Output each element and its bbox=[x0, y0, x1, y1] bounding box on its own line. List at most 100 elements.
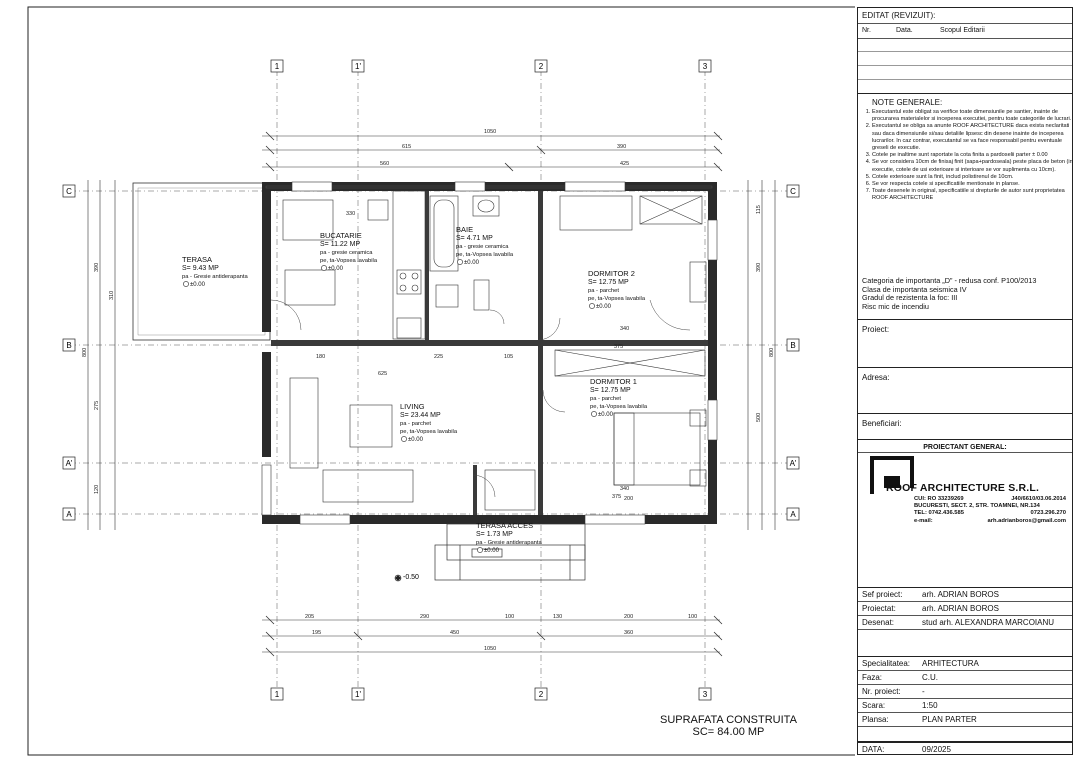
dim-bottom-row-2: 450 bbox=[450, 630, 459, 636]
room-area: S= 4.71 MP bbox=[456, 235, 493, 242]
dim-inner-2: 340 bbox=[620, 326, 629, 332]
level-marker-icon bbox=[591, 411, 597, 417]
dim-bottom-row-1: 195 bbox=[312, 630, 321, 636]
room-area: S= 11.22 MP bbox=[320, 241, 360, 248]
dim-bottom-inner-6: 100 bbox=[688, 614, 697, 620]
rev-row-line bbox=[858, 65, 1072, 66]
dimension-texts: 1050 615 390 560 425 1050 195 450 360 20… bbox=[305, 129, 697, 652]
row-label: Desenat: bbox=[862, 618, 895, 627]
row-value: - bbox=[922, 687, 925, 696]
axis-marker-box bbox=[786, 507, 800, 521]
date-label: DATA: bbox=[862, 745, 885, 754]
address-section: Adresa: bbox=[858, 368, 1072, 414]
company-name: ROOF ARCHITECTURE S.R.L. bbox=[886, 482, 1040, 494]
notes-list: Executantul este obligat sa verifice toa… bbox=[858, 109, 1078, 203]
room-area: S= 12.75 MP bbox=[588, 279, 629, 286]
axis-marker-label: C bbox=[66, 187, 72, 196]
title-block: EDITAT (REVIZUIT): Nr. Data. Scopul Edit… bbox=[857, 7, 1073, 755]
title-block-row: Proiectat:arh. ADRIAN BOROS bbox=[858, 602, 1072, 616]
windows bbox=[261, 181, 718, 525]
dim-left-4: 120 bbox=[94, 485, 100, 494]
room-finish: pe, ta-Vopsea lavabila bbox=[588, 296, 646, 302]
row-value: stud arh. ALEXANDRA MARCOIANU bbox=[922, 618, 1055, 627]
axis-marker-label: 1' bbox=[355, 690, 361, 699]
dim-bottom-total: 1050 bbox=[484, 646, 496, 652]
dim-inner-3: 375 bbox=[614, 344, 623, 350]
dim-bottom-inner-1: 205 bbox=[305, 614, 314, 620]
revisions-section: EDITAT (REVIZUIT): Nr. Data. Scopul Edit… bbox=[858, 8, 1072, 94]
note-item: Cotele pe inaltime sunt raportate la cot… bbox=[872, 152, 1078, 159]
proiect-label: Proiect: bbox=[862, 325, 890, 334]
row-label: Proiectat: bbox=[862, 604, 896, 613]
axis-marker-label: B bbox=[790, 341, 795, 350]
category-line-3: Gradul de rezistenta la foc: III bbox=[862, 293, 958, 302]
dim-right-2: 390 bbox=[756, 263, 762, 272]
designer-divider bbox=[858, 452, 1072, 453]
dim-left-5: 800 bbox=[82, 348, 88, 357]
room-finish: pa - Gresie antiderapanta bbox=[182, 274, 249, 280]
room-level: ±0.00 bbox=[190, 282, 206, 288]
dim-bottom-inner-3: 100 bbox=[505, 614, 514, 620]
axis-marker-box bbox=[270, 687, 284, 701]
date-value: 09/2025 bbox=[922, 745, 951, 754]
row-value: ARHITECTURA bbox=[922, 659, 979, 668]
company-detail-right: arh.adrianboros@gmail.com bbox=[987, 517, 1066, 524]
kitchen-furniture bbox=[282, 190, 426, 340]
note-item: Toate desenele in original, specificatii… bbox=[872, 188, 1078, 202]
category-block: Categoria de importanta „D” - redusa con… bbox=[862, 276, 1036, 311]
axis-marker-box bbox=[786, 456, 800, 470]
dim-inner-6: 225 bbox=[434, 354, 443, 360]
room-level: ±0.00 bbox=[484, 548, 500, 554]
dim-inner-4: 625 bbox=[378, 371, 387, 377]
row-value: C.U. bbox=[922, 673, 938, 682]
sheet-frame bbox=[27, 6, 855, 756]
axis-marker-box bbox=[351, 687, 365, 701]
room-name: TERASA bbox=[182, 255, 212, 264]
axis-marker-box bbox=[534, 687, 548, 701]
interior-walls bbox=[271, 191, 708, 515]
axis-marker-label: 2 bbox=[539, 690, 544, 699]
axis-marker-box bbox=[270, 59, 284, 73]
dimension-lines bbox=[87, 135, 776, 653]
dim-top-mid-2: 390 bbox=[617, 144, 626, 150]
title-block-row: Sef proiect:arh. ADRIAN BOROS bbox=[858, 588, 1072, 602]
room-area: S= 12.75 MP bbox=[590, 387, 631, 394]
level-marker-icon bbox=[401, 436, 407, 442]
rev-col-scop: Scopul Editarii bbox=[940, 27, 985, 34]
company-detail-right: J40/6610/03.06.2014 bbox=[1011, 496, 1066, 502]
room-finish: pa - gresie ceramica bbox=[320, 250, 373, 256]
dim-bottom-inner-5: 200 bbox=[624, 614, 633, 620]
title-block-row: Desenat: stud arh. ALEXANDRA MARCOIANU bbox=[858, 616, 1072, 630]
level-marker-icon bbox=[183, 281, 189, 287]
door-swings bbox=[270, 299, 691, 498]
rev-col-nr: Nr. bbox=[862, 27, 871, 34]
dim-inner-7: 105 bbox=[504, 354, 513, 360]
room-finish: pe, ta-Vopsea lavabila bbox=[590, 404, 648, 410]
row-label: Nr. proiect: bbox=[862, 687, 901, 696]
room-name: LIVING bbox=[400, 402, 425, 411]
category-line-2: Clasa de importanta seismica IV bbox=[862, 284, 967, 294]
room-name: TERASA ACCES bbox=[476, 521, 533, 530]
note-item: Executantul este obligat sa verifice toa… bbox=[872, 109, 1078, 123]
bath-fixtures bbox=[429, 195, 500, 311]
room-name: DORMITOR 2 bbox=[588, 269, 635, 278]
exterior-walls bbox=[262, 182, 717, 524]
company-detail-left: TEL: 0742.436.585 bbox=[914, 510, 964, 517]
company-detail-row: e-mail: arh.adrianboros@gmail.com bbox=[914, 518, 1066, 525]
dim-inner-1: 330 bbox=[346, 211, 355, 217]
dim-bottom-row-3: 360 bbox=[624, 630, 633, 636]
date-row: DATA: 09/2025 bbox=[858, 742, 1072, 755]
room-finish: pa - parchet bbox=[590, 396, 621, 402]
designer-section: PROIECTANT GENERAL: ROOF ARCHITECTURE S.… bbox=[858, 440, 1072, 588]
company-detail-left: e-mail: bbox=[914, 517, 933, 524]
room-name: BUCATARIE bbox=[320, 231, 362, 240]
built-area-caption: SUPRAFATA CONSTRUITA SC= 84.00 MP bbox=[660, 714, 797, 738]
axis-marker-label: A bbox=[66, 510, 72, 519]
axis-marker-label: 1' bbox=[355, 62, 361, 71]
dim-bottom-inner-2: 290 bbox=[420, 614, 429, 620]
